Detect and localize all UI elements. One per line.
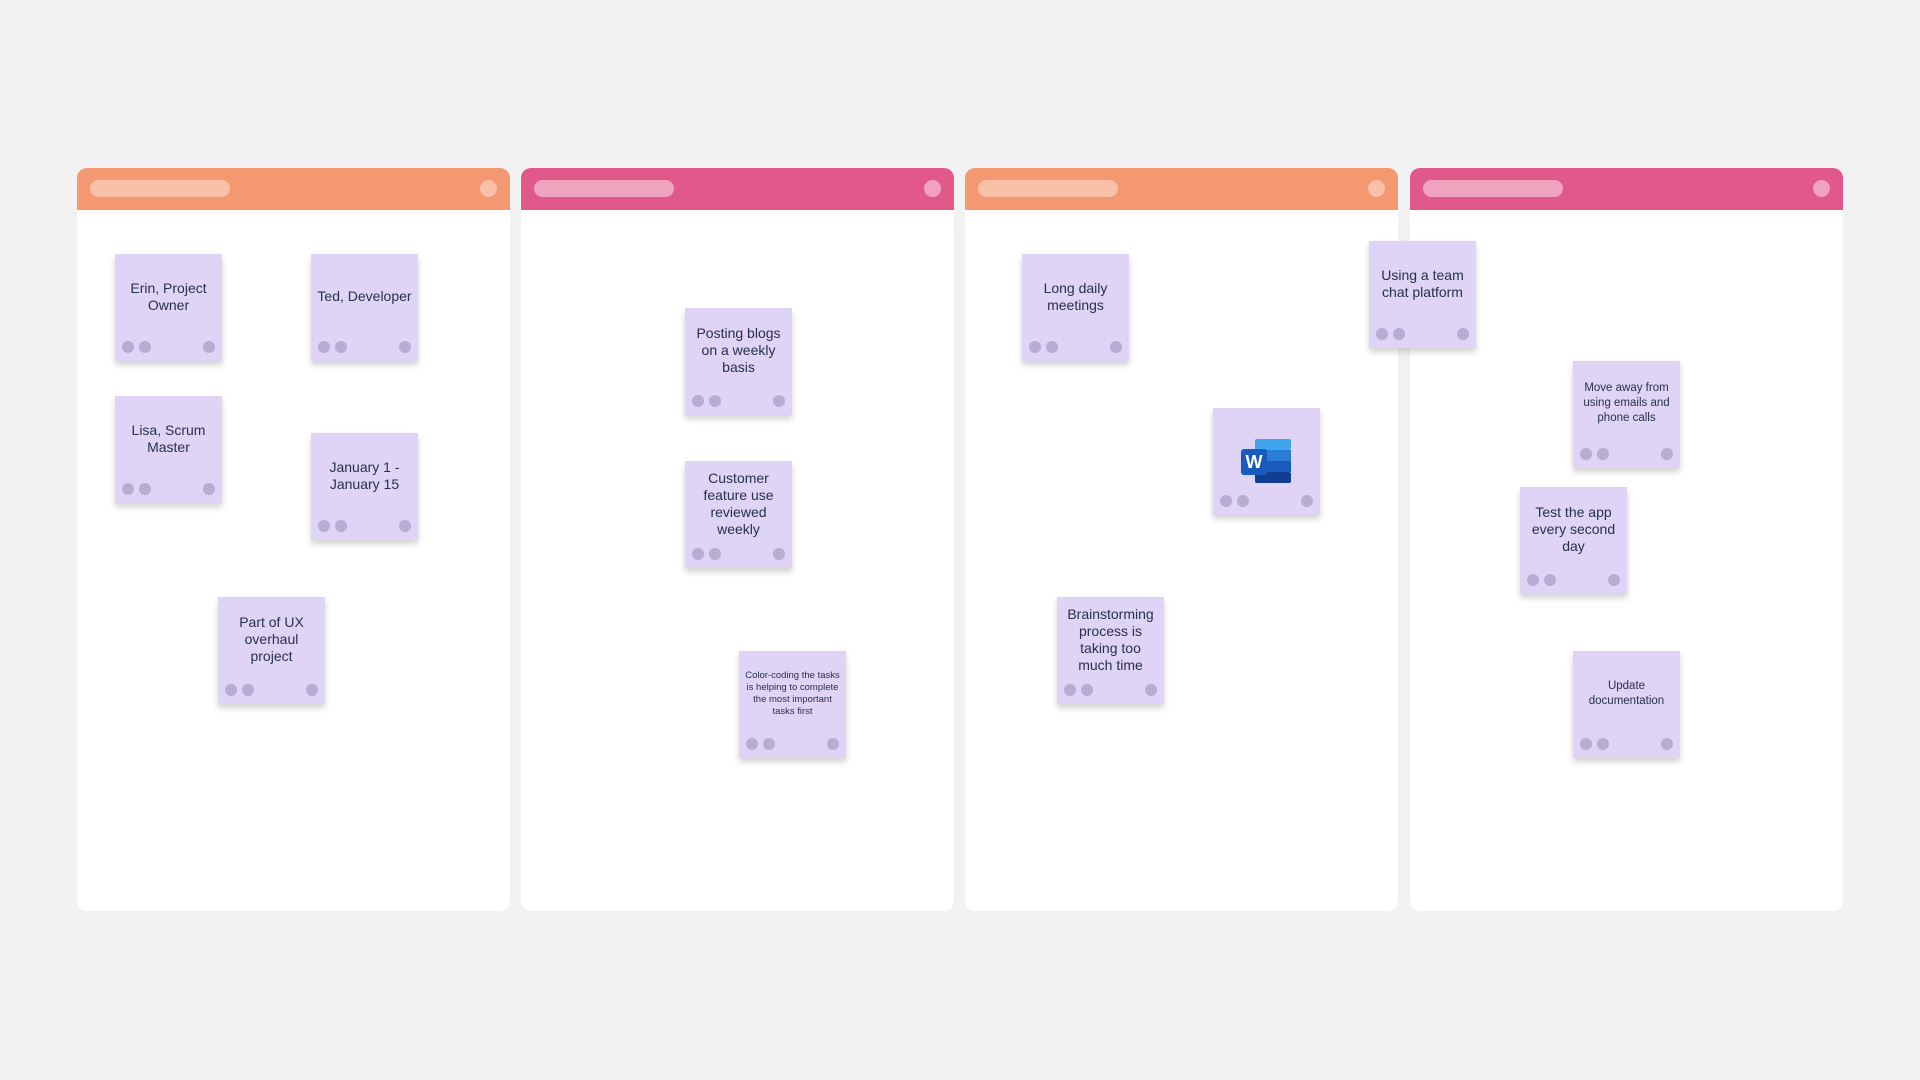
reaction-icon[interactable] xyxy=(746,738,758,750)
reaction-icon[interactable] xyxy=(1081,684,1093,696)
sticky-note[interactable]: Long daily meetings xyxy=(1022,254,1129,361)
reaction-icon[interactable] xyxy=(1029,341,1041,353)
reaction-icon[interactable] xyxy=(1220,495,1232,507)
sticky-note-text: Erin, Project Owner xyxy=(130,279,207,313)
sticky-note[interactable]: Erin, Project Owner xyxy=(115,254,222,361)
reaction-icon[interactable] xyxy=(692,395,704,407)
column-header[interactable] xyxy=(77,168,510,210)
reaction-icon[interactable] xyxy=(1597,738,1609,750)
sticky-note[interactable]: Part of UX overhaul project xyxy=(218,597,325,704)
note-menu-icon[interactable] xyxy=(1608,574,1620,586)
sticky-note[interactable]: W xyxy=(1213,408,1320,515)
sticky-note[interactable]: Ted, Developer xyxy=(311,254,418,361)
note-menu-icon[interactable] xyxy=(1661,738,1673,750)
sticky-note[interactable]: Update documentation xyxy=(1573,651,1680,758)
note-menu-icon[interactable] xyxy=(773,548,785,560)
note-menu-icon[interactable] xyxy=(1145,684,1157,696)
sticky-note[interactable]: Customer feature use reviewed weekly xyxy=(685,461,792,568)
reaction-icon[interactable] xyxy=(1527,574,1539,586)
reaction-icon[interactable] xyxy=(1237,495,1249,507)
microsoft-word-icon: W xyxy=(1241,439,1291,483)
reaction-icon[interactable] xyxy=(1046,341,1058,353)
sticky-note-text: Brainstorming process is taking too much… xyxy=(1067,605,1154,673)
board-column-4[interactable]: Move away from using emails and phone ca… xyxy=(1410,168,1843,911)
reaction-icon[interactable] xyxy=(1580,738,1592,750)
column-title-placeholder xyxy=(534,180,674,197)
column-menu-icon[interactable] xyxy=(1813,180,1830,197)
sticky-note-text: Test the app every second day xyxy=(1531,504,1616,554)
reaction-icon[interactable] xyxy=(1376,328,1388,340)
svg-text:W: W xyxy=(1246,452,1263,472)
sticky-note-text: Lisa, Scrum Master xyxy=(131,421,206,455)
note-menu-icon[interactable] xyxy=(203,341,215,353)
reaction-icon[interactable] xyxy=(335,341,347,353)
reaction-icon[interactable] xyxy=(335,520,347,532)
note-menu-icon[interactable] xyxy=(399,520,411,532)
sticky-note[interactable]: Posting blogs on a weekly basis xyxy=(685,308,792,415)
board-column-3[interactable]: Long daily meetings W Brainstorming proc… xyxy=(965,168,1476,911)
reaction-icon[interactable] xyxy=(1580,448,1592,460)
sticky-note-text: Using a team chat platform xyxy=(1381,266,1464,300)
note-menu-icon[interactable] xyxy=(1301,495,1313,507)
reaction-icon[interactable] xyxy=(1544,574,1556,586)
reaction-icon[interactable] xyxy=(318,341,330,353)
column-title-placeholder xyxy=(978,180,1118,197)
column-menu-icon[interactable] xyxy=(924,180,941,197)
sticky-note[interactable]: Lisa, Scrum Master xyxy=(115,396,222,503)
sticky-note-text: Customer feature use reviewed weekly xyxy=(703,469,774,537)
column-title-placeholder xyxy=(90,180,230,197)
reaction-icon[interactable] xyxy=(318,520,330,532)
sticky-note-text: Color-coding the tasks is helping to com… xyxy=(745,669,840,717)
sticky-note-text: Move away from using emails and phone ca… xyxy=(1583,382,1670,424)
column-header[interactable] xyxy=(1410,168,1843,210)
board-column-2[interactable]: Posting blogs on a weekly basis Customer… xyxy=(521,168,954,911)
column-title-placeholder xyxy=(1423,180,1563,197)
sticky-note-text: January 1 - January 15 xyxy=(329,458,400,492)
reaction-icon[interactable] xyxy=(122,341,134,353)
note-menu-icon[interactable] xyxy=(1110,341,1122,353)
note-menu-icon[interactable] xyxy=(773,395,785,407)
note-menu-icon[interactable] xyxy=(203,483,215,495)
note-menu-icon[interactable] xyxy=(1661,448,1673,460)
reaction-icon[interactable] xyxy=(763,738,775,750)
sticky-note[interactable]: Brainstorming process is taking too much… xyxy=(1057,597,1164,704)
sticky-note[interactable]: Using a team chat platform xyxy=(1369,241,1476,348)
reaction-icon[interactable] xyxy=(225,684,237,696)
reaction-icon[interactable] xyxy=(139,483,151,495)
column-menu-icon[interactable] xyxy=(480,180,497,197)
note-menu-icon[interactable] xyxy=(1457,328,1469,340)
sticky-note-text: Long daily meetings xyxy=(1043,279,1108,313)
sticky-note[interactable]: Color-coding the tasks is helping to com… xyxy=(739,651,846,758)
sticky-note-text: Part of UX overhaul project xyxy=(239,614,304,664)
column-header[interactable] xyxy=(965,168,1398,210)
reaction-icon[interactable] xyxy=(242,684,254,696)
reaction-icon[interactable] xyxy=(1064,684,1076,696)
sticky-note-text: Posting blogs on a weekly basis xyxy=(696,325,781,375)
reaction-icon[interactable] xyxy=(139,341,151,353)
sticky-note-text: Ted, Developer xyxy=(317,288,412,304)
note-menu-icon[interactable] xyxy=(306,684,318,696)
sticky-note[interactable]: Move away from using emails and phone ca… xyxy=(1573,361,1680,468)
sticky-note-text: Update documentation xyxy=(1588,679,1665,707)
sticky-note[interactable]: Test the app every second day xyxy=(1520,487,1627,594)
reaction-icon[interactable] xyxy=(1597,448,1609,460)
note-menu-icon[interactable] xyxy=(399,341,411,353)
reaction-icon[interactable] xyxy=(709,395,721,407)
board-column-1[interactable]: Erin, Project Owner Ted, Developer Lisa,… xyxy=(77,168,510,911)
note-menu-icon[interactable] xyxy=(827,738,839,750)
reaction-icon[interactable] xyxy=(709,548,721,560)
column-header[interactable] xyxy=(521,168,954,210)
sticky-note[interactable]: January 1 - January 15 xyxy=(311,433,418,540)
column-menu-icon[interactable] xyxy=(1368,180,1385,197)
reaction-icon[interactable] xyxy=(122,483,134,495)
reaction-icon[interactable] xyxy=(692,548,704,560)
reaction-icon[interactable] xyxy=(1393,328,1405,340)
